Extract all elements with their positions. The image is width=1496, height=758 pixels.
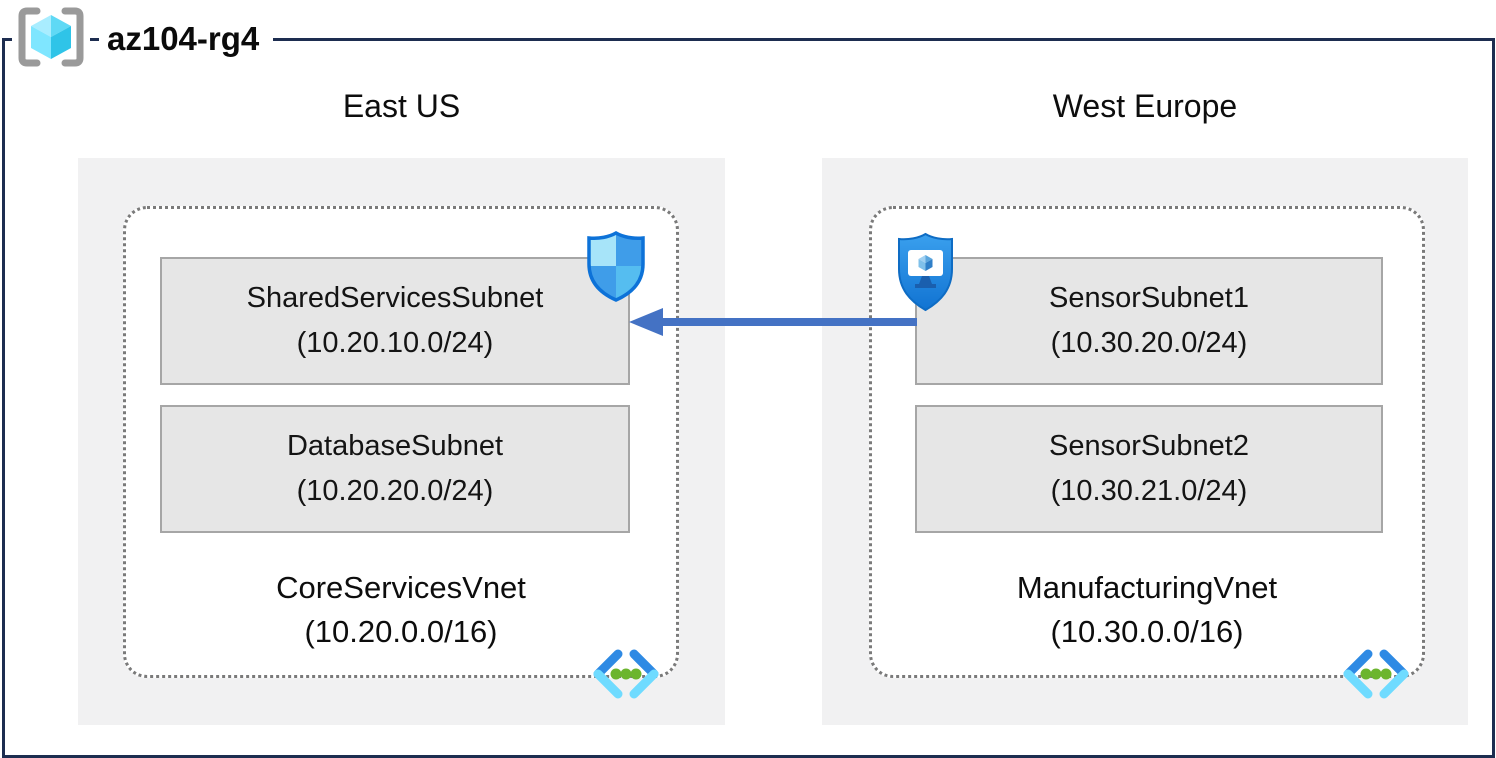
subnet-cidr: (10.30.20.0/24) — [1050, 327, 1248, 359]
subnet-cidr: (10.30.21.0/24) — [1050, 475, 1248, 507]
subnet-sensor2: SensorSubnet2 (10.30.21.0/24) — [915, 405, 1383, 533]
subnet-name: SharedServicesSubnet — [246, 282, 544, 315]
region-label-east-us: East US — [342, 88, 461, 124]
subnet-database: DatabaseSubnet (10.20.20.0/24) — [160, 405, 630, 533]
vnet-cidr: (10.30.0.0/16) — [1050, 614, 1244, 650]
region-label-west-europe: West Europe — [1052, 88, 1238, 124]
subnet-sharedservices: SharedServicesSubnet (10.20.10.0/24) — [160, 257, 630, 385]
subnet-name: DatabaseSubnet — [286, 430, 504, 463]
resource-group-icon — [16, 6, 86, 73]
subnet-name: SensorSubnet2 — [1049, 430, 1249, 463]
resource-group-title: az104-rg4 — [99, 18, 274, 60]
vnet-label-manufacturing: ManufacturingVnet (10.30.0.0/16) — [869, 566, 1425, 654]
virtual-network-icon — [592, 648, 660, 705]
vnet-label-coreservices: CoreServicesVnet (10.20.0.0/16) — [123, 566, 679, 654]
subnet-name: SensorSubnet1 — [1049, 282, 1249, 315]
subnet-cidr: (10.20.10.0/24) — [296, 327, 494, 359]
peering-arrow-icon — [615, 300, 930, 350]
vnet-name: CoreServicesVnet — [276, 570, 526, 605]
vnet-cidr: (10.20.0.0/16) — [304, 614, 498, 650]
subnet-cidr: (10.20.20.0/24) — [296, 475, 494, 507]
defender-for-iot-icon — [897, 232, 954, 321]
defender-shield-icon — [584, 230, 648, 309]
vnet-name: ManufacturingVnet — [1016, 570, 1278, 605]
subnet-sensor1: SensorSubnet1 (10.30.20.0/24) — [915, 257, 1383, 385]
resource-group-frame — [2, 38, 1495, 758]
virtual-network-icon — [1342, 648, 1410, 705]
